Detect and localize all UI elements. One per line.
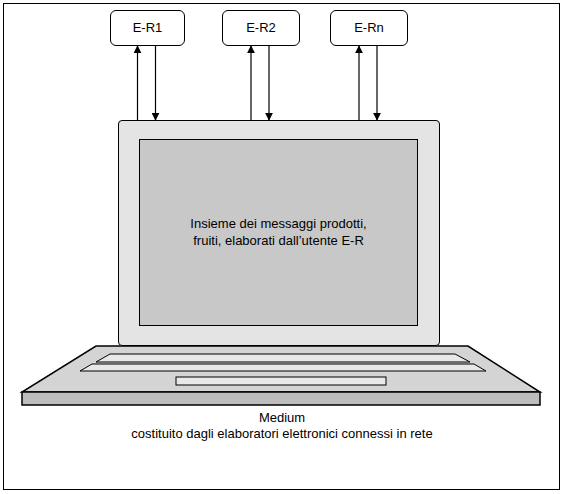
keyboard-deck — [22, 346, 540, 392]
arrow-connector — [137, 46, 138, 120]
screen-panel: Insieme dei messaggi prodotti, fruiti, e… — [139, 139, 418, 326]
user-box: E-Rn — [330, 10, 408, 46]
key-row — [80, 364, 486, 371]
touchpad — [176, 377, 386, 385]
screen-text: Insieme dei messaggi prodotti, fruiti, e… — [180, 216, 377, 249]
medium-title: Medium — [0, 410, 564, 426]
arrow-connector — [250, 46, 251, 120]
laptop-base — [22, 346, 540, 405]
user-box: E-R2 — [222, 10, 300, 46]
user-box: E-R1 — [110, 10, 185, 46]
arrow-connector — [376, 46, 377, 120]
key-row — [96, 354, 470, 362]
box-label: E-Rn — [354, 20, 384, 36]
arrow-connector — [358, 46, 359, 120]
box-label: E-R1 — [133, 20, 163, 36]
laptop-screen: Insieme dei messaggi prodotti, fruiti, e… — [118, 120, 440, 346]
medium-caption: costituito dagli elaboratori elettronici… — [0, 426, 564, 442]
arrow-connector — [268, 46, 269, 120]
base-edge — [22, 392, 540, 405]
box-label: E-R2 — [246, 20, 276, 36]
arrow-connector — [155, 46, 156, 120]
